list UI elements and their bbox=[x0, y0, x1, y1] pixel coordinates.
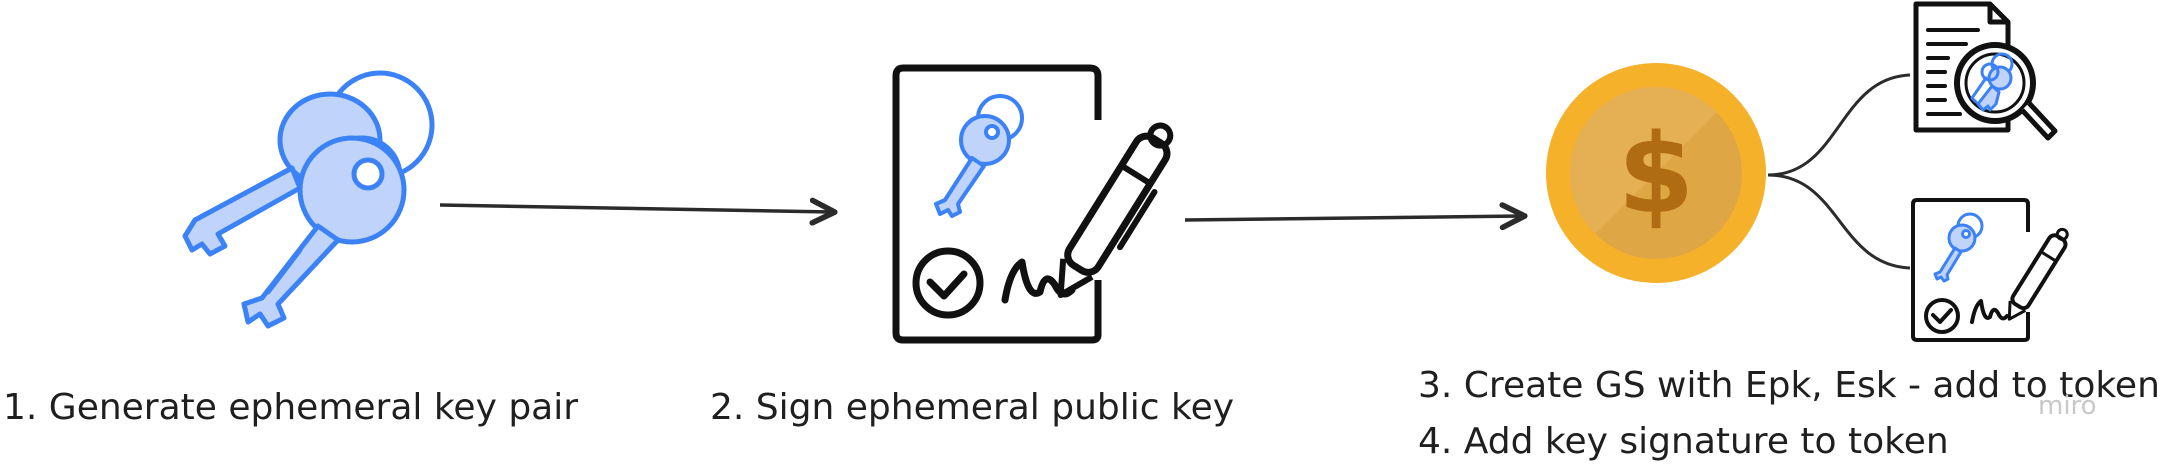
arrow-step2-to-step3 bbox=[1184, 202, 1528, 231]
miro-watermark: miro bbox=[2038, 391, 2097, 421]
document-search-key-icon bbox=[1913, 1, 2058, 141]
step3-label: 3. Create GS with Epk, Esk - add to toke… bbox=[1418, 365, 2160, 406]
step2-label: 2. Sign ephemeral public key bbox=[710, 387, 1235, 428]
small-signed-document-icon bbox=[1911, 198, 2069, 342]
arrow-step1-to-step2 bbox=[439, 197, 838, 226]
key-pair-icon bbox=[182, 70, 435, 329]
coin-dollar-sign: $ bbox=[1618, 110, 1695, 238]
step1-label: 1. Generate ephemeral key pair bbox=[3, 387, 579, 428]
branch-to-signed-document bbox=[1767, 173, 1911, 270]
signed-document-icon bbox=[892, 64, 1174, 344]
step4-label: 4. Add key signature to token bbox=[1418, 421, 1949, 462]
branch-to-document-search bbox=[1767, 73, 1911, 177]
coin-icon: $ bbox=[1546, 63, 1766, 283]
